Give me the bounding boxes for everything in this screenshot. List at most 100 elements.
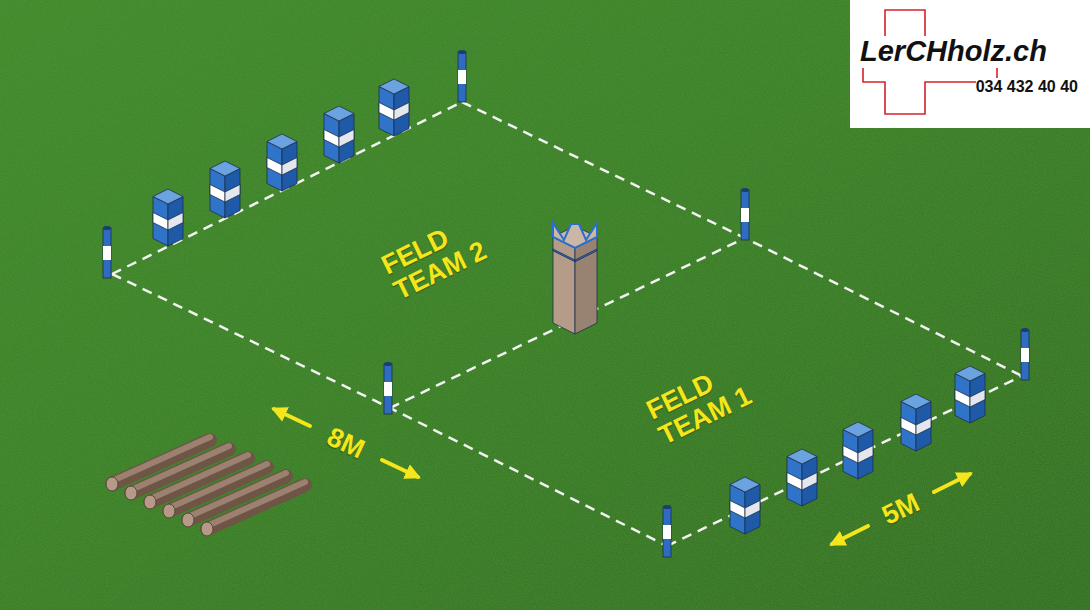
- post-band: [384, 382, 392, 396]
- block: [267, 134, 297, 191]
- log-end: [201, 522, 213, 536]
- block: [901, 394, 931, 451]
- block-band: [339, 129, 354, 147]
- block-band: [787, 472, 802, 490]
- block-top: [787, 449, 817, 464]
- block-top: [730, 477, 760, 492]
- block-band: [394, 102, 409, 120]
- post-top: [384, 362, 392, 366]
- block-band: [802, 472, 817, 490]
- block-face: [225, 169, 240, 219]
- log-end: [125, 486, 137, 500]
- post-top: [1021, 328, 1029, 332]
- block-face: [168, 197, 183, 247]
- brand-name: LerCHholz.ch: [860, 36, 1047, 68]
- log-highlight: [207, 482, 305, 526]
- block-face: [787, 457, 802, 507]
- block-top: [955, 366, 985, 381]
- block-band: [970, 389, 985, 407]
- block-top: [153, 189, 183, 204]
- block-face: [901, 402, 916, 452]
- block-face: [210, 169, 225, 219]
- block-band: [225, 184, 240, 202]
- block-top: [267, 134, 297, 149]
- post-band: [103, 246, 111, 260]
- dimension-arrow: [382, 460, 418, 477]
- block-face: [267, 142, 282, 192]
- block-top: [324, 106, 354, 121]
- block: [730, 477, 760, 534]
- log-end: [106, 477, 118, 491]
- block-face: [553, 237, 575, 334]
- dimension-label: 8M: [323, 422, 369, 464]
- corner-post: [458, 50, 466, 102]
- block-band: [153, 212, 168, 230]
- block-band: [916, 417, 931, 435]
- log-pile: [106, 437, 305, 536]
- block-band: [379, 102, 394, 120]
- block-face: [916, 402, 931, 452]
- block-band: [324, 129, 339, 147]
- block-face: [575, 237, 597, 334]
- post-band: [741, 208, 749, 222]
- corner-post: [663, 505, 671, 557]
- corner-post: [1021, 328, 1029, 380]
- post: [458, 52, 466, 102]
- post-top: [458, 50, 466, 54]
- log-end: [163, 504, 175, 518]
- post: [1021, 330, 1029, 380]
- dimension-arrow: [274, 409, 310, 426]
- block-top: [379, 79, 409, 94]
- block-top: [901, 394, 931, 409]
- corner-post: [103, 226, 111, 278]
- field-line: [462, 102, 1022, 376]
- block-band: [901, 417, 916, 435]
- block: [787, 449, 817, 506]
- block: [379, 79, 409, 136]
- block-face: [282, 142, 297, 192]
- block-face: [745, 485, 760, 535]
- post-band: [1021, 348, 1029, 362]
- block-band: [282, 157, 297, 175]
- block: [324, 106, 354, 163]
- post: [384, 364, 392, 414]
- block-band: [955, 389, 970, 407]
- block: [843, 422, 873, 479]
- log-end: [182, 513, 194, 527]
- corner-post: [741, 188, 749, 240]
- field-label: FELD TEAM 1: [642, 350, 768, 450]
- block-face: [379, 87, 394, 137]
- logo-box: LerCHholz.ch034 432 40 40: [850, 0, 1090, 128]
- post: [741, 190, 749, 240]
- block: [210, 161, 240, 218]
- log-end: [144, 495, 156, 509]
- post-top: [103, 226, 111, 230]
- block-band: [730, 500, 745, 518]
- field-lines: [112, 102, 1022, 546]
- block-face: [970, 374, 985, 424]
- block-band: [843, 445, 858, 463]
- block-face: [339, 114, 354, 164]
- block-band: [168, 212, 183, 230]
- block-face: [802, 457, 817, 507]
- block-band: [267, 157, 282, 175]
- dimension-label: 5M: [878, 488, 924, 530]
- dimension-arrows: [274, 409, 970, 544]
- post-top: [741, 188, 749, 192]
- post-band: [458, 70, 466, 84]
- block-face: [153, 197, 168, 247]
- block-face: [955, 374, 970, 424]
- block-face: [730, 485, 745, 535]
- post-band: [663, 525, 671, 539]
- post-top: [663, 505, 671, 509]
- block-band: [210, 184, 225, 202]
- block-face: [324, 114, 339, 164]
- post: [663, 507, 671, 557]
- block: [955, 366, 985, 423]
- block-face: [858, 430, 873, 480]
- king-crown: [553, 223, 597, 248]
